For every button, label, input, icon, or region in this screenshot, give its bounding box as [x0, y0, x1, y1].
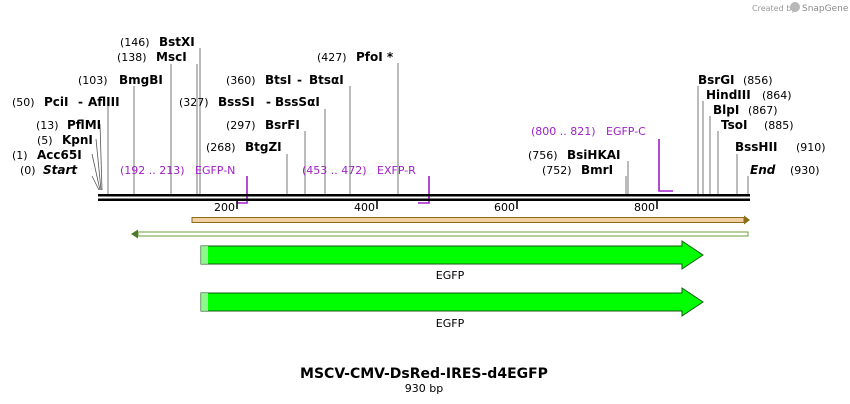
site-position: (856) [743, 74, 773, 87]
primer-egfp-c-arrow [658, 139, 673, 192]
site-name-alt: AflIII [88, 95, 120, 109]
primer-range: (453 .. 472) [302, 164, 367, 177]
site-name-alt: BtsαI [309, 73, 344, 87]
sequence-backbone [98, 194, 750, 201]
site-position: (930) [790, 164, 820, 177]
primer-name: EGFP-N [195, 164, 235, 177]
site-position: (427) [317, 51, 347, 64]
site-leader-lines [91, 48, 749, 195]
site-name: Acc65I [37, 148, 82, 162]
ruler: 200 400 600 800 [214, 201, 658, 214]
site-position: (885) [764, 119, 794, 132]
site-name: MscI [156, 50, 187, 64]
svg-text:-: - [78, 95, 83, 109]
site-name: PflMI [67, 118, 101, 132]
feature-egfp: EGFP [200, 240, 704, 282]
site-position: (864) [762, 89, 792, 102]
site-position: (756) [528, 149, 558, 162]
site-position: (50) [12, 96, 35, 109]
snapgene-credit: Created by SnapGene [752, 2, 849, 14]
site-position: (0) [20, 164, 36, 177]
site-name: HindIII [706, 88, 751, 102]
map-title: MSCV-CMV-DsRed-IRES-d4EGFP [300, 366, 548, 382]
site-name: BtgZI [245, 140, 282, 154]
credit-prefix: Created by [752, 4, 796, 13]
site-name: BsrFI [265, 118, 300, 132]
site-name: TsoI [721, 118, 747, 132]
svg-text:-: - [266, 95, 271, 109]
site-position: (146) [120, 36, 150, 49]
feature-arrow [200, 240, 704, 270]
site-name: PciI [44, 95, 69, 109]
site-name: BsrGI [698, 73, 735, 87]
site-name: Start [43, 163, 78, 177]
site-name: BmgBI [119, 73, 163, 87]
orf-forward [191, 215, 750, 225]
site-name: PfoI * [356, 50, 394, 64]
site-position: (13) [36, 119, 59, 132]
svg-text:-: - [297, 73, 302, 87]
site-name: BstXI [159, 35, 195, 49]
orf-reverse [131, 229, 749, 239]
credit-brand: SnapGene [802, 4, 849, 14]
ruler-label: 400 [354, 201, 375, 214]
feature-label: EGFP [436, 269, 465, 282]
site-name: BssSI [218, 95, 255, 109]
feature-arrow [200, 287, 704, 317]
feature-label: EGFP [436, 317, 465, 330]
site-position: (5) [37, 134, 53, 147]
ruler-label: 600 [494, 201, 515, 214]
site-position: (910) [796, 141, 826, 154]
primer-range: (192 .. 213) [120, 164, 185, 177]
site-position: (867) [748, 104, 778, 117]
site-name-alt: BssSαI [275, 95, 320, 109]
restriction-sites: (0) Start (1) Acc65I (5) KpnI (13) PflMI… [12, 35, 826, 177]
primer-exfp-r-arrow [418, 176, 430, 204]
site-position: (138) [117, 51, 147, 64]
site-position: (327) [179, 96, 209, 109]
site-name: BtsI [265, 73, 292, 87]
site-name: BssHII [735, 140, 777, 154]
site-name: BlpI [713, 103, 739, 117]
site-position: (752) [542, 164, 572, 177]
ruler-label: 200 [214, 201, 235, 214]
site-name: BmrI [581, 163, 613, 177]
site-position: (1) [12, 149, 28, 162]
site-name: End [750, 163, 776, 177]
site-position: (297) [226, 119, 256, 132]
feature-egfp: EGFP [200, 287, 704, 330]
ruler-label: 800 [634, 201, 655, 214]
primer-egfp-n-arrow [237, 176, 248, 204]
site-name: BsiHKAI [567, 148, 621, 162]
primer-range: (800 .. 821) [531, 125, 596, 138]
snapgene-logo-icon [790, 2, 800, 12]
site-position: (360) [226, 74, 256, 87]
site-position: (103) [78, 74, 108, 87]
site-name: KpnI [62, 133, 93, 147]
map-subtitle: 930 bp [405, 382, 443, 395]
primers: (192 .. 213) EGFP-N (453 .. 472) EXFP-R … [120, 125, 673, 204]
primer-name: EXFP-R [377, 164, 416, 177]
site-position: (268) [206, 141, 236, 154]
primer-name: EGFP-C [606, 125, 646, 138]
